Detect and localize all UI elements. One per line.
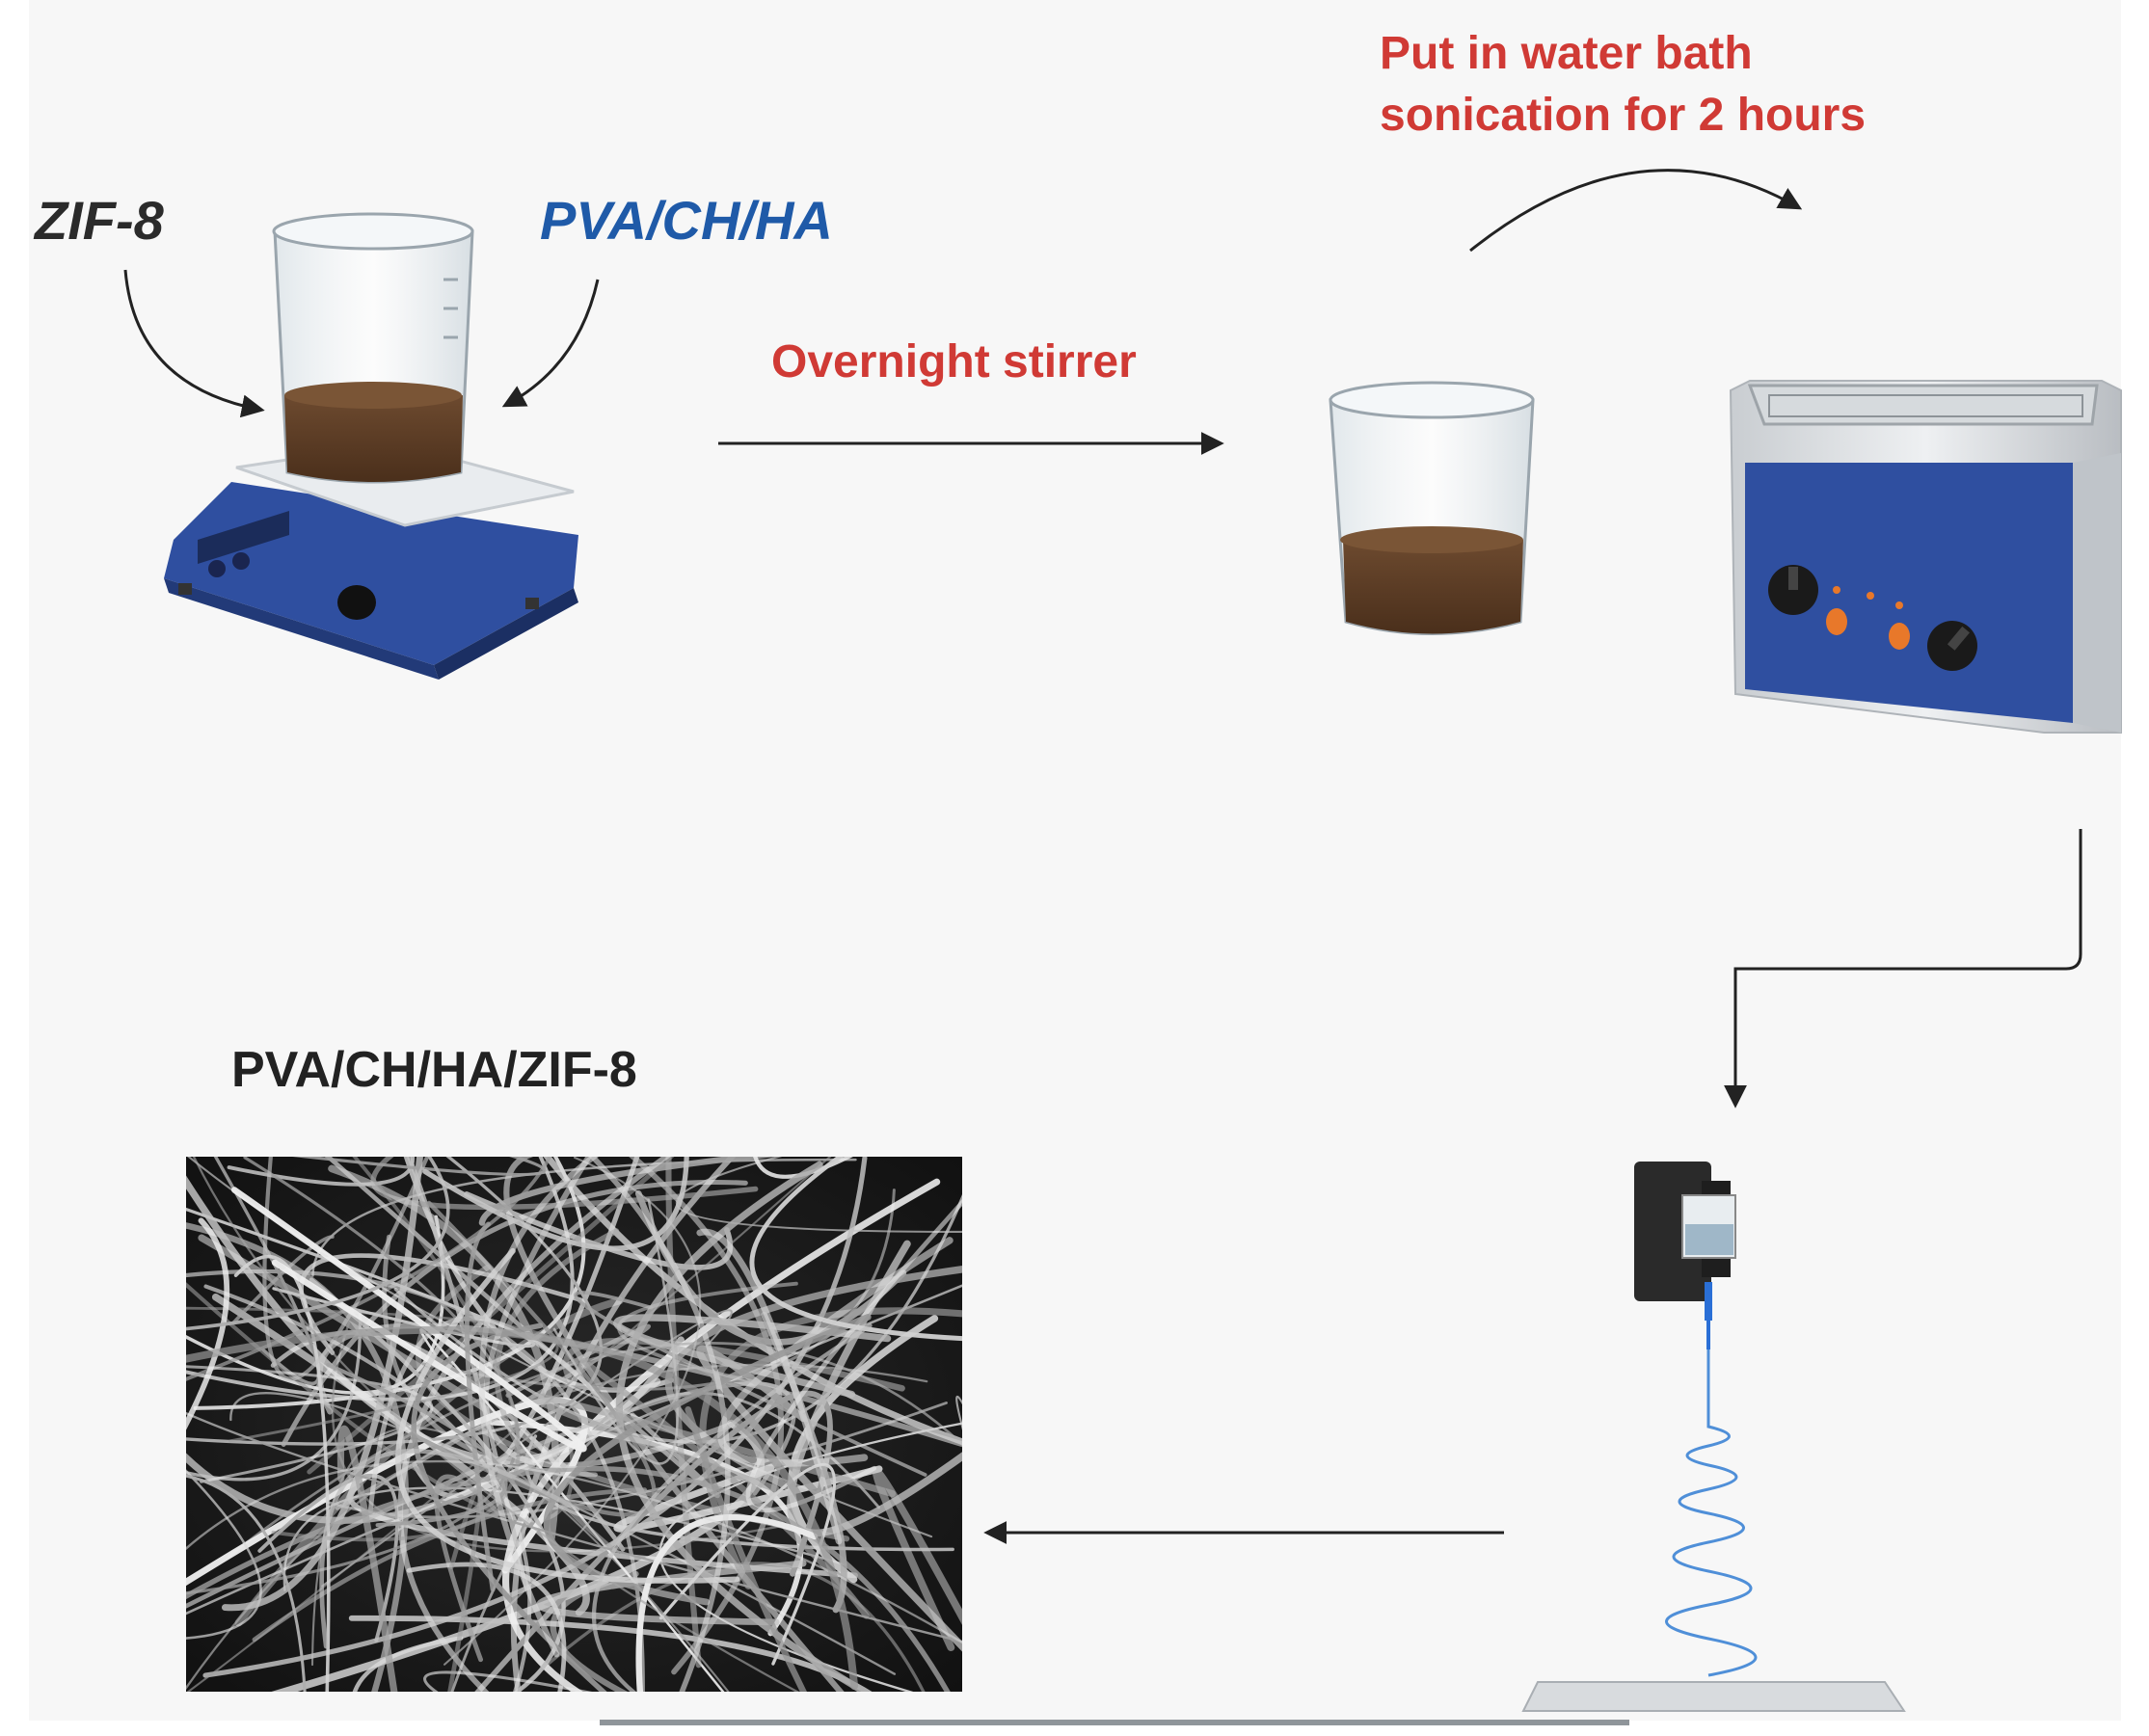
nanofiber <box>186 1157 450 1331</box>
nanofiber <box>422 1157 689 1251</box>
nanofiber <box>202 1157 868 1678</box>
nanofiber <box>552 1198 679 1465</box>
nanofiber <box>613 1463 883 1533</box>
nanofiber <box>753 1157 853 1179</box>
nanofiber <box>193 1157 586 1410</box>
nanofiber <box>536 1560 807 1626</box>
nanofiber <box>787 1240 962 1537</box>
reagent-label-polymer: PVA/CH/HA <box>540 190 833 251</box>
indicator-light-icon <box>1826 608 1847 635</box>
nanofiber <box>613 1314 892 1399</box>
nanofiber <box>257 1474 399 1643</box>
nanofiber <box>230 1187 587 1453</box>
nanofiber <box>478 1157 600 1658</box>
arrow-zif8 <box>123 269 265 418</box>
nanofiber <box>423 1670 593 1692</box>
ultrasonic-bath-icon <box>1729 380 2122 734</box>
nanofiber <box>465 1221 496 1592</box>
nanofiber <box>211 1293 590 1616</box>
nanofiber <box>186 1222 409 1692</box>
nanofiber <box>872 1467 962 1652</box>
nanofiber <box>192 1157 800 1692</box>
step-label-sonication-line1: Put in water bath <box>1380 28 1753 79</box>
arrow-sonication <box>1469 169 1803 253</box>
beaker-icon <box>1329 381 1535 635</box>
knob-icon <box>337 585 376 620</box>
nanofiber <box>186 1309 363 1482</box>
nanofiber <box>186 1207 535 1349</box>
nanofiber <box>186 1217 230 1430</box>
collector-plate <box>600 1681 1906 1725</box>
nanofiber <box>482 1157 736 1469</box>
nanofiber <box>336 1425 398 1692</box>
nanofiber <box>367 1316 620 1514</box>
beaker-icon <box>272 212 474 484</box>
nanofiber <box>271 1157 521 1542</box>
nanofiber <box>406 1562 567 1692</box>
nanofiber <box>749 1157 962 1342</box>
nanofiber <box>397 1157 671 1692</box>
nanofiber <box>186 1474 307 1692</box>
arrow-polymer <box>501 279 600 408</box>
syringe-pump-icon <box>1634 1162 1736 1349</box>
nanofiber <box>326 1362 508 1528</box>
nanofiber <box>186 1365 434 1483</box>
nanofiber <box>591 1323 873 1692</box>
nanofiber <box>617 1281 798 1388</box>
nanofiber <box>658 1462 837 1666</box>
nanofiber <box>227 1157 416 1187</box>
nanofiber <box>319 1449 579 1649</box>
nanofiber <box>262 1157 430 1381</box>
nanofiber <box>955 1395 962 1430</box>
nanofiber <box>635 1513 819 1692</box>
nanofiber <box>685 1406 807 1692</box>
arrow-electrospinning <box>1724 829 2082 1108</box>
nanofiber <box>588 1157 731 1692</box>
sem-fiber-image <box>186 1157 962 1692</box>
indicator-light-icon <box>1889 623 1910 650</box>
nanofiber <box>186 1325 859 1691</box>
step-label-sonication-line2: sonication for 2 hours <box>1380 90 1867 141</box>
nanofiber <box>352 1636 464 1692</box>
nanofiber <box>411 1322 607 1692</box>
nanofiber <box>186 1411 962 1643</box>
step-label-stirring: Overnight stirrer <box>771 336 1137 387</box>
fiber-jet <box>1665 1349 1758 1677</box>
nanofiber <box>186 1469 262 1640</box>
reagent-label-zif8: ZIF-8 <box>35 190 164 251</box>
nanofiber <box>292 1157 547 1177</box>
product-label: PVA/CH/HA/ZIF-8 <box>231 1042 637 1098</box>
nanofiber <box>443 1157 702 1666</box>
magnetic-stirrer-icon <box>164 441 578 680</box>
nanofiber <box>515 1562 926 1692</box>
nanofiber <box>393 1193 962 1444</box>
